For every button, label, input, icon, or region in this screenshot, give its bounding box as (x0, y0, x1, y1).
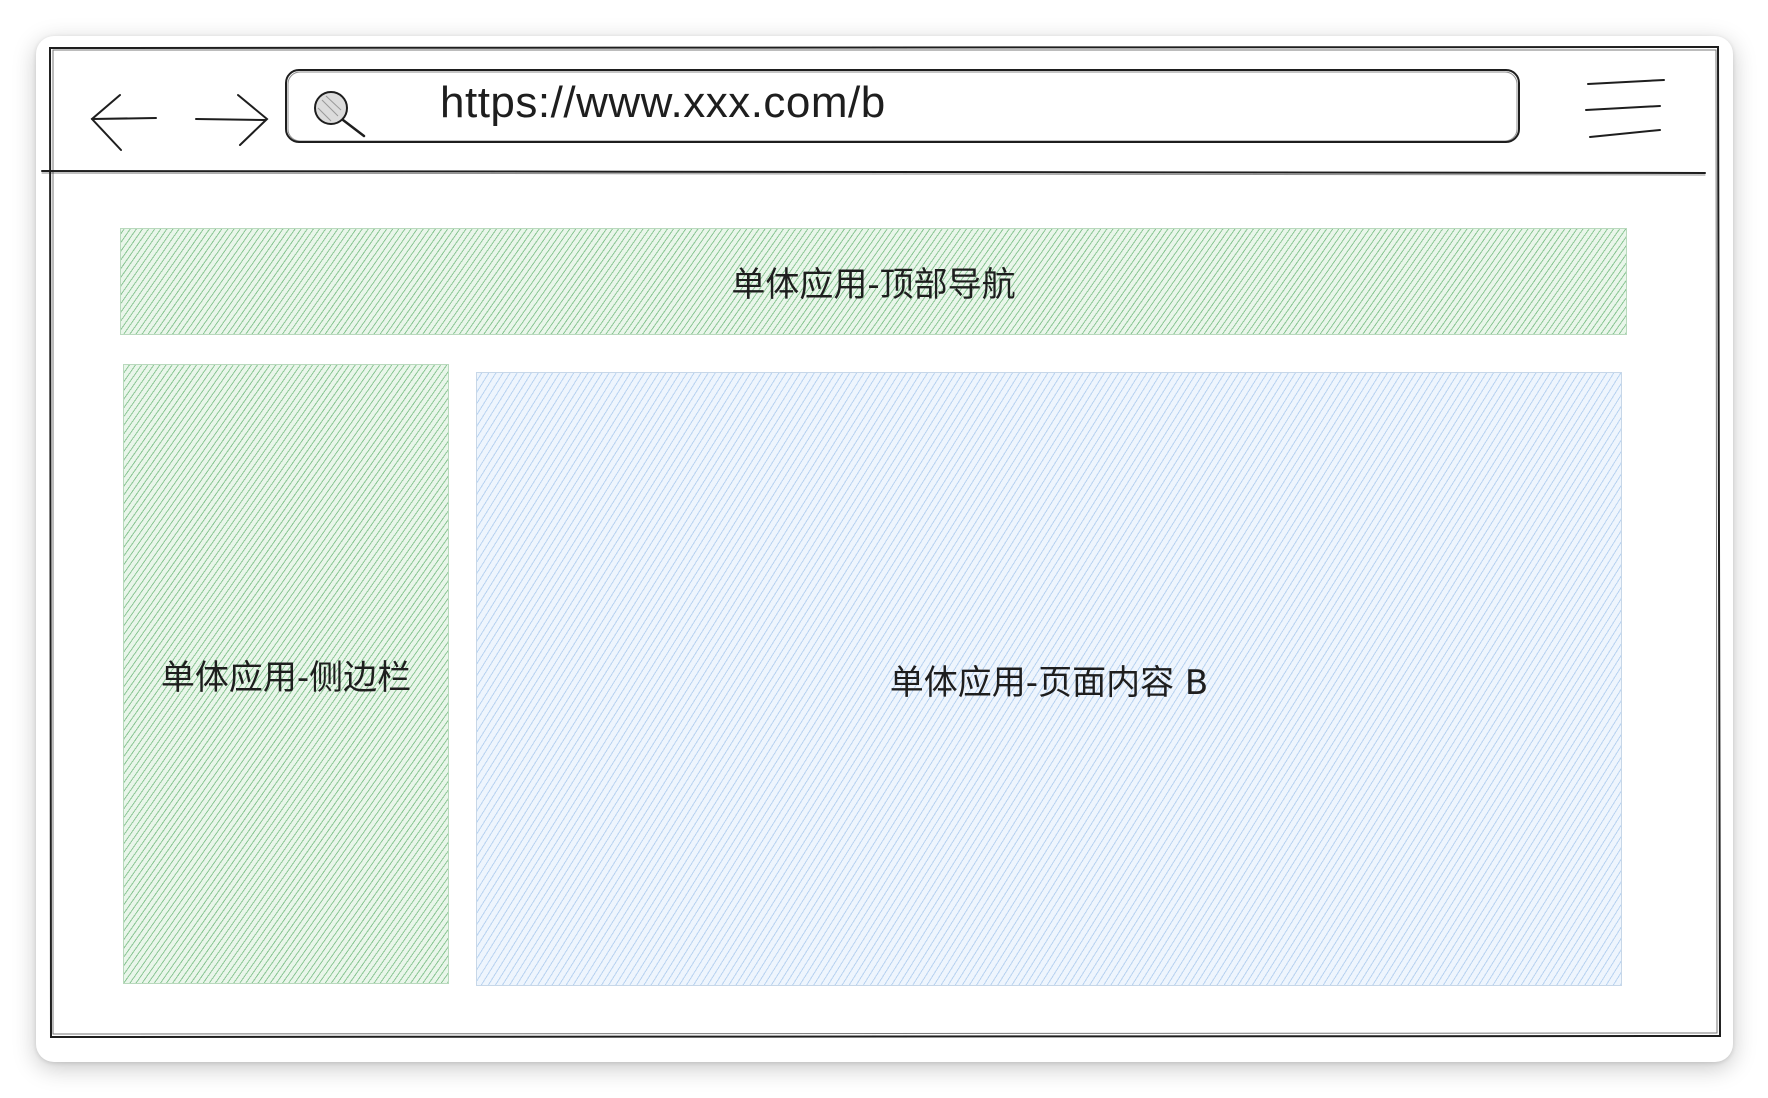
search-icon (314, 91, 366, 138)
menu-icon[interactable] (1585, 79, 1665, 138)
url-text[interactable]: https://www.xxx.com/b (440, 78, 886, 127)
top-navigation-label: 单体应用-顶部导航 (731, 265, 1016, 305)
forward-arrow-icon[interactable] (195, 94, 269, 146)
page-content-label: 单体应用-页面内容 B (889, 662, 1209, 703)
sidebar-region: 单体应用-侧边栏 (123, 364, 449, 984)
back-arrow-icon[interactable] (90, 94, 157, 151)
top-navigation-region: 单体应用-顶部导航 (120, 228, 1627, 335)
sidebar-label: 单体应用-侧边栏 (160, 657, 412, 698)
window-border (41, 45, 1722, 1039)
address-bar[interactable] (285, 69, 1520, 143)
page-content-region: 单体应用-页面内容 B (476, 372, 1622, 986)
